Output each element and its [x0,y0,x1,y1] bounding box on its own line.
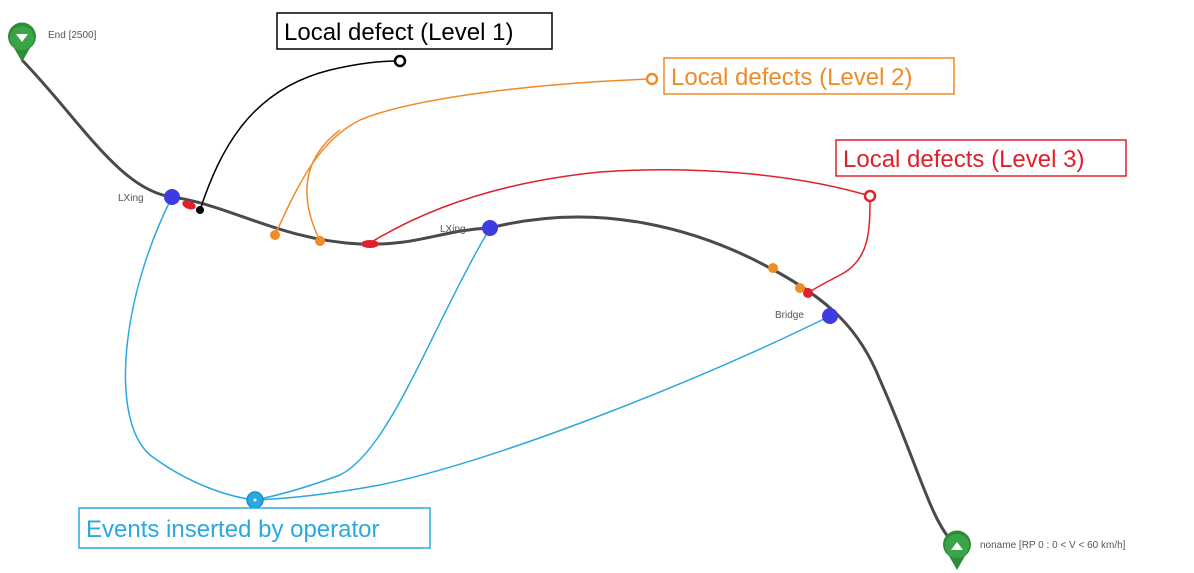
level2-defect-dot[interactable] [315,236,325,246]
event-node-bridge[interactable] [822,308,838,324]
callout-level1-text: Local defect (Level 1) [284,19,513,46]
level1-link [199,60,401,211]
start-marker-icon[interactable] [943,530,971,570]
event-node-lxing1[interactable] [164,189,180,205]
level3-endpoint-ring[interactable] [863,189,877,203]
end-marker-arrow [16,34,28,42]
level2-endpoint-ring[interactable] [645,72,659,86]
callout-operator: Events inserted by operator [78,507,431,549]
callout-level3: Local defects (Level 3) [835,139,1127,177]
operator-hub-center [253,498,257,502]
end-marker-icon[interactable] [8,22,36,62]
operator-link-bridge [254,315,831,501]
level2-defect-dot[interactable] [795,283,805,293]
event-label-lxing2: LXing [440,224,466,235]
event-label-lxing1: LXing [118,193,144,204]
level2-defect-dot[interactable] [270,230,280,240]
callout-level3-box [835,139,1127,177]
callout-level3-text: Local defects (Level 3) [843,146,1084,173]
callout-operator-box [78,507,431,549]
callout-level2: Local defects (Level 2) [663,57,955,95]
event-label-bridge: Bridge [775,310,804,321]
level1-endpoint-ring[interactable] [393,54,407,68]
level2-defect-dot[interactable] [768,263,778,273]
track-line [20,58,957,547]
event-node-lxing2[interactable] [482,220,498,236]
level3-link-a [369,169,871,244]
level3-links [369,169,871,294]
level1-defect-dot[interactable] [196,206,204,214]
level3-defect-mark[interactable] [181,199,197,211]
callout-level1-box [276,12,553,50]
level3-defect-mark[interactable] [361,240,379,248]
callout-operator-text: Events inserted by operator [86,516,380,543]
end-marker-label: End [2500] [48,30,97,41]
callout-level1: Local defect (Level 1) [276,12,553,50]
level2-link-a [274,78,653,236]
level3-defect-mark[interactable] [803,288,813,298]
callout-level2-box [663,57,955,95]
level2-link-b [306,129,341,242]
callout-level2-text: Local defects (Level 2) [671,64,912,91]
operator-link-lxing1 [124,196,256,501]
start-marker-label: noname [RP 0 : 0 < V < 60 km/h] [980,540,1126,551]
operator-link-lxing2 [254,227,491,501]
operator-links [124,196,831,501]
level3-link-b [807,195,871,294]
level2-links [274,78,653,242]
start-marker-arrow [951,542,963,550]
